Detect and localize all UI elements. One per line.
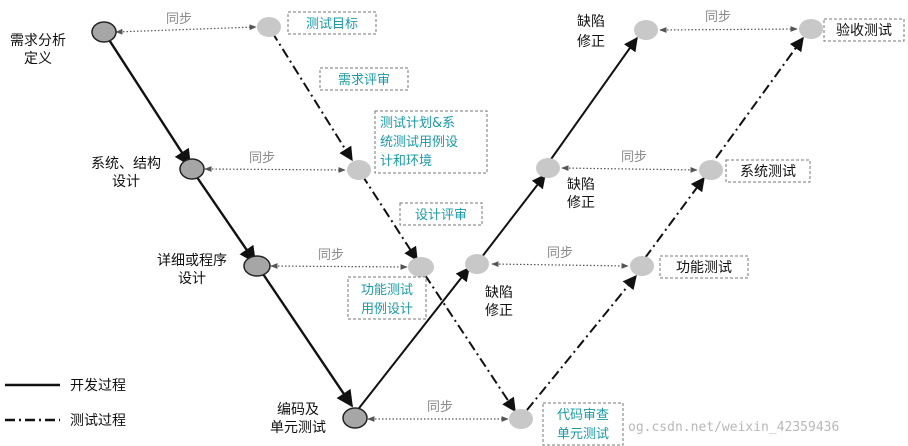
test-down-2 xyxy=(361,174,418,262)
sync-arrow-1 xyxy=(115,24,257,35)
dev-stage-1-line-1: 需求分析 xyxy=(10,33,66,49)
test-exec-3-label: 验收测试 xyxy=(836,23,892,39)
test-design-4-line-1: 设计评审 xyxy=(415,208,467,223)
node-dev-3 xyxy=(243,255,271,277)
sync-label-3: 同步 xyxy=(318,248,344,263)
test-design-2-line-1: 需求评审 xyxy=(338,73,390,88)
node-dev-2 xyxy=(179,158,205,180)
node-exec-2 xyxy=(699,160,723,180)
node-fix-3 xyxy=(634,20,658,40)
test-down-1 xyxy=(271,31,353,162)
test-down-3 xyxy=(424,274,516,413)
test-design-box-3 xyxy=(374,110,488,174)
test-design-3-line-3: 计和环境 xyxy=(380,154,432,169)
sync-arrow-7 xyxy=(659,26,798,33)
node-test-3 xyxy=(408,257,434,277)
node-exec-3 xyxy=(799,19,823,39)
test-design-box-6 xyxy=(542,402,624,446)
sync-arrow-5 xyxy=(491,261,629,269)
test-exec-box-2 xyxy=(725,159,811,183)
node-test-4 xyxy=(509,409,533,429)
test-design-6-line-2: 单元测试 xyxy=(557,427,609,442)
test-design-1-line-1: 测试目标 xyxy=(306,17,358,32)
test-design-3-line-1: 测试计划&系 xyxy=(380,116,455,131)
node-exec-1 xyxy=(630,256,654,276)
defect-fix-2-line-2: 修正 xyxy=(567,195,595,211)
dev-stage-3-line-1: 详细或程序 xyxy=(157,253,227,269)
sync-label-2: 同步 xyxy=(249,151,275,166)
legend-dev-label: 开发过程 xyxy=(70,378,126,394)
watermark: og.csdn.net/weixin_42359436 xyxy=(628,420,839,435)
test-exec-box-3 xyxy=(823,18,905,42)
test-design-6-line-1: 代码审查 xyxy=(557,408,609,423)
sync-label-4: 同步 xyxy=(427,400,453,415)
dev-stage-3-line-2: 设计 xyxy=(178,271,206,287)
test-design-box-4 xyxy=(399,202,483,226)
node-dev-4 xyxy=(342,407,368,429)
test-up-3 xyxy=(715,36,804,159)
test-exec-2-label: 系统测试 xyxy=(740,164,796,180)
defect-fix-1-line-2: 修正 xyxy=(485,303,513,319)
test-exec-1-label: 功能测试 xyxy=(676,260,732,276)
sync-label-7: 同步 xyxy=(705,10,731,25)
sync-arrow-2 xyxy=(204,166,346,173)
fix-arrow-3 xyxy=(548,36,638,163)
dev-stage-2-line-1: 系统、结构 xyxy=(91,156,161,172)
node-test-1 xyxy=(257,17,281,37)
dev-arrow-2 xyxy=(191,169,256,264)
dev-stage-4-line-1: 编码及 xyxy=(277,402,319,418)
fix-arrow-2 xyxy=(477,173,546,263)
dev-arrow-1 xyxy=(102,31,192,167)
node-fix-1 xyxy=(465,254,489,274)
sync-label-1: 同步 xyxy=(166,12,192,27)
fix-arrow-1 xyxy=(355,266,470,413)
node-fix-2 xyxy=(536,158,560,178)
node-dev-1 xyxy=(91,21,117,43)
dev-stage-1-line-2: 定义 xyxy=(24,51,52,67)
defect-fix-2-line-1: 缺陷 xyxy=(567,177,595,193)
dev-arrow-3 xyxy=(258,267,353,408)
dev-stage-4-line-2: 单元测试 xyxy=(270,420,326,436)
sync-arrow-6 xyxy=(561,165,698,173)
dev-stage-2-line-2: 设计 xyxy=(112,174,140,190)
test-design-5-line-2: 用例设计 xyxy=(361,302,413,317)
test-up-1 xyxy=(526,274,637,411)
sync-arrow-3 xyxy=(270,263,408,270)
test-design-5-line-1: 功能测试 xyxy=(361,283,413,298)
sync-label-5: 同步 xyxy=(547,246,573,261)
defect-fix-1-line-1: 缺陷 xyxy=(485,285,513,301)
node-test-2 xyxy=(347,160,371,180)
sync-label-6: 同步 xyxy=(621,150,647,165)
test-design-3-line-2: 统测试用例设 xyxy=(380,135,458,150)
test-up-2 xyxy=(644,176,705,259)
defect-fix-3-line-2: 修正 xyxy=(577,34,605,50)
legend-test-label: 测试过程 xyxy=(70,413,126,429)
defect-fix-3-line-1: 缺陷 xyxy=(577,14,605,30)
